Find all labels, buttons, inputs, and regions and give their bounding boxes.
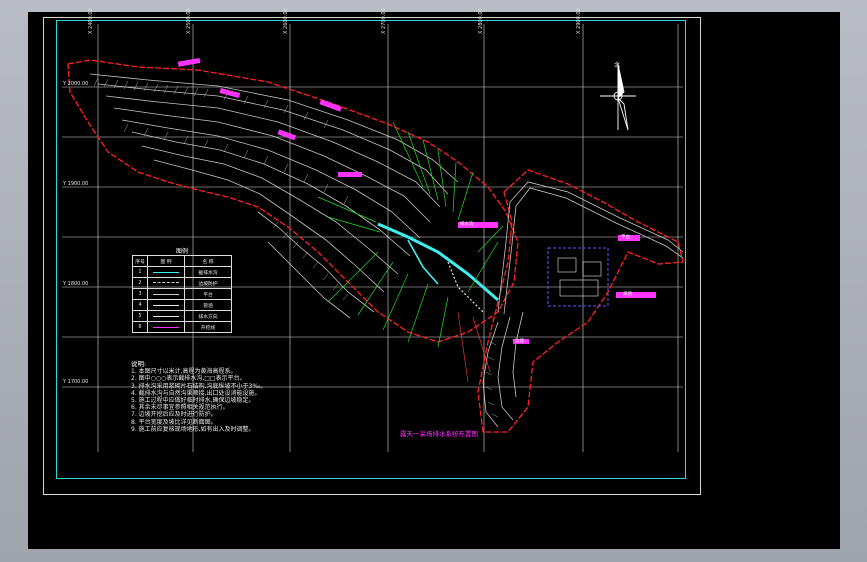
north-label: 北 xyxy=(614,62,621,69)
coord-label-left-1: Y 2000.00 xyxy=(63,81,89,87)
legend-row-no: 4 xyxy=(132,299,148,311)
legend-row-name: 边坡防护 xyxy=(184,277,232,289)
coord-label-left-3: Y 1800.00 xyxy=(63,281,89,287)
notes-line: 3. 排水沟采用浆砌片石结构,沟底纵坡不小于3‰。 xyxy=(131,382,267,390)
cad-canvas[interactable]: X 2400.00 X 2500.00 X 2600.00 X 2700.00 … xyxy=(28,8,840,549)
legend-symbol-slope xyxy=(147,277,185,289)
annotation-leaders xyxy=(317,121,504,348)
legend-symbol-flow xyxy=(147,310,185,322)
drawing-caption: 露天一采场排水系统布置图 xyxy=(400,430,478,438)
legend-symbol-platform xyxy=(147,288,185,300)
notes-line: 6. 其余未尽事宜参照相关规范执行。 xyxy=(131,404,229,412)
legend-row-name: 截排水沟 xyxy=(184,266,232,278)
legend-header-symbol: 图 例 xyxy=(147,255,185,267)
legend-title: 图例 xyxy=(175,248,188,255)
legend-row-name: 排水方向 xyxy=(184,310,232,322)
coord-label-top-1: X 2400.00 xyxy=(88,8,94,34)
legend-row-no: 5 xyxy=(132,310,148,322)
legend-symbol-excavation xyxy=(147,321,185,333)
notes-line: 2. 图中○○○表示截排水沟,□□表示平台。 xyxy=(131,375,246,383)
annotation-leader-red xyxy=(457,311,491,383)
access-road xyxy=(497,181,684,315)
coord-label-top-4: X 2700.00 xyxy=(381,8,387,34)
legend-header-no: 序号 xyxy=(132,255,148,267)
notes-line: 7. 边坡开挖后应及时进行防护。 xyxy=(131,411,217,419)
label-pit: 采场 xyxy=(623,292,632,297)
notes-line: 8. 平台宽度及坡比详见断面图。 xyxy=(131,418,217,426)
bench-contours xyxy=(89,73,524,428)
notes-line: 1. 本图尺寸以米计,高程为黄海高程系。 xyxy=(131,368,237,376)
plant-building xyxy=(547,247,609,307)
drawing-inner-frame xyxy=(56,20,686,479)
legend-symbol-culvert xyxy=(147,299,185,311)
legend-header-name: 名 称 xyxy=(184,255,232,267)
coord-label-left-2: Y 1900.00 xyxy=(63,181,89,187)
notes-line: 5. 施工过程中应做好临时排水,确保边坡稳定。 xyxy=(131,397,255,405)
design-notes: 说明: 1. 本图尺寸以米计,高程为黄海高程系。 2. 图中○○○表示截排水沟,… xyxy=(131,360,391,433)
legend-row-no: 2 xyxy=(132,277,148,289)
coordinate-grid xyxy=(62,24,683,452)
legend-row-name: 平台 xyxy=(184,288,232,300)
legend-row-no: 1 xyxy=(132,266,148,278)
coord-label-left-4: Y 1700.00 xyxy=(63,379,89,385)
legend-row-name: 开挖线 xyxy=(184,321,232,333)
north-arrow xyxy=(600,63,636,131)
drainage-channels xyxy=(377,222,499,313)
notes-line: 4. 截排水沟与自然沟渠顺接,出口处设消能设施。 xyxy=(131,389,261,397)
coord-label-top-6: X 2900.00 xyxy=(576,8,582,34)
site-plan-drawing xyxy=(62,24,684,452)
coord-label-top-2: X 2500.00 xyxy=(186,8,192,34)
coord-label-top-5: X 2800.00 xyxy=(478,8,484,34)
legend-row-name: 管涵 xyxy=(184,299,232,311)
bench-hatching xyxy=(93,77,499,418)
legend-grid: 序号 图 例 名 称 1 截排水沟 2 边坡防护 3 平台 xyxy=(132,255,232,333)
notes-line: 9. 施工前应复核现场地形,如有出入及时调整。 xyxy=(131,425,255,433)
legend-row-no: 6 xyxy=(132,321,148,333)
magenta-annotations xyxy=(177,57,656,344)
drawing-sheet-border xyxy=(43,17,701,495)
excavation-boundary xyxy=(67,59,684,433)
label-drain: 排水沟 xyxy=(460,222,474,227)
legend-table: 图例 序号 图 例 名 称 1 截排水沟 2 边坡防护 xyxy=(132,246,232,333)
label-platform: 平台 xyxy=(621,235,630,240)
legend-symbol-drain xyxy=(147,266,185,278)
label-slope: 边坡 xyxy=(515,339,524,344)
legend-row-no: 3 xyxy=(132,288,148,300)
notes-title: 说明: xyxy=(131,360,147,368)
coord-label-top-3: X 2600.00 xyxy=(283,8,289,34)
